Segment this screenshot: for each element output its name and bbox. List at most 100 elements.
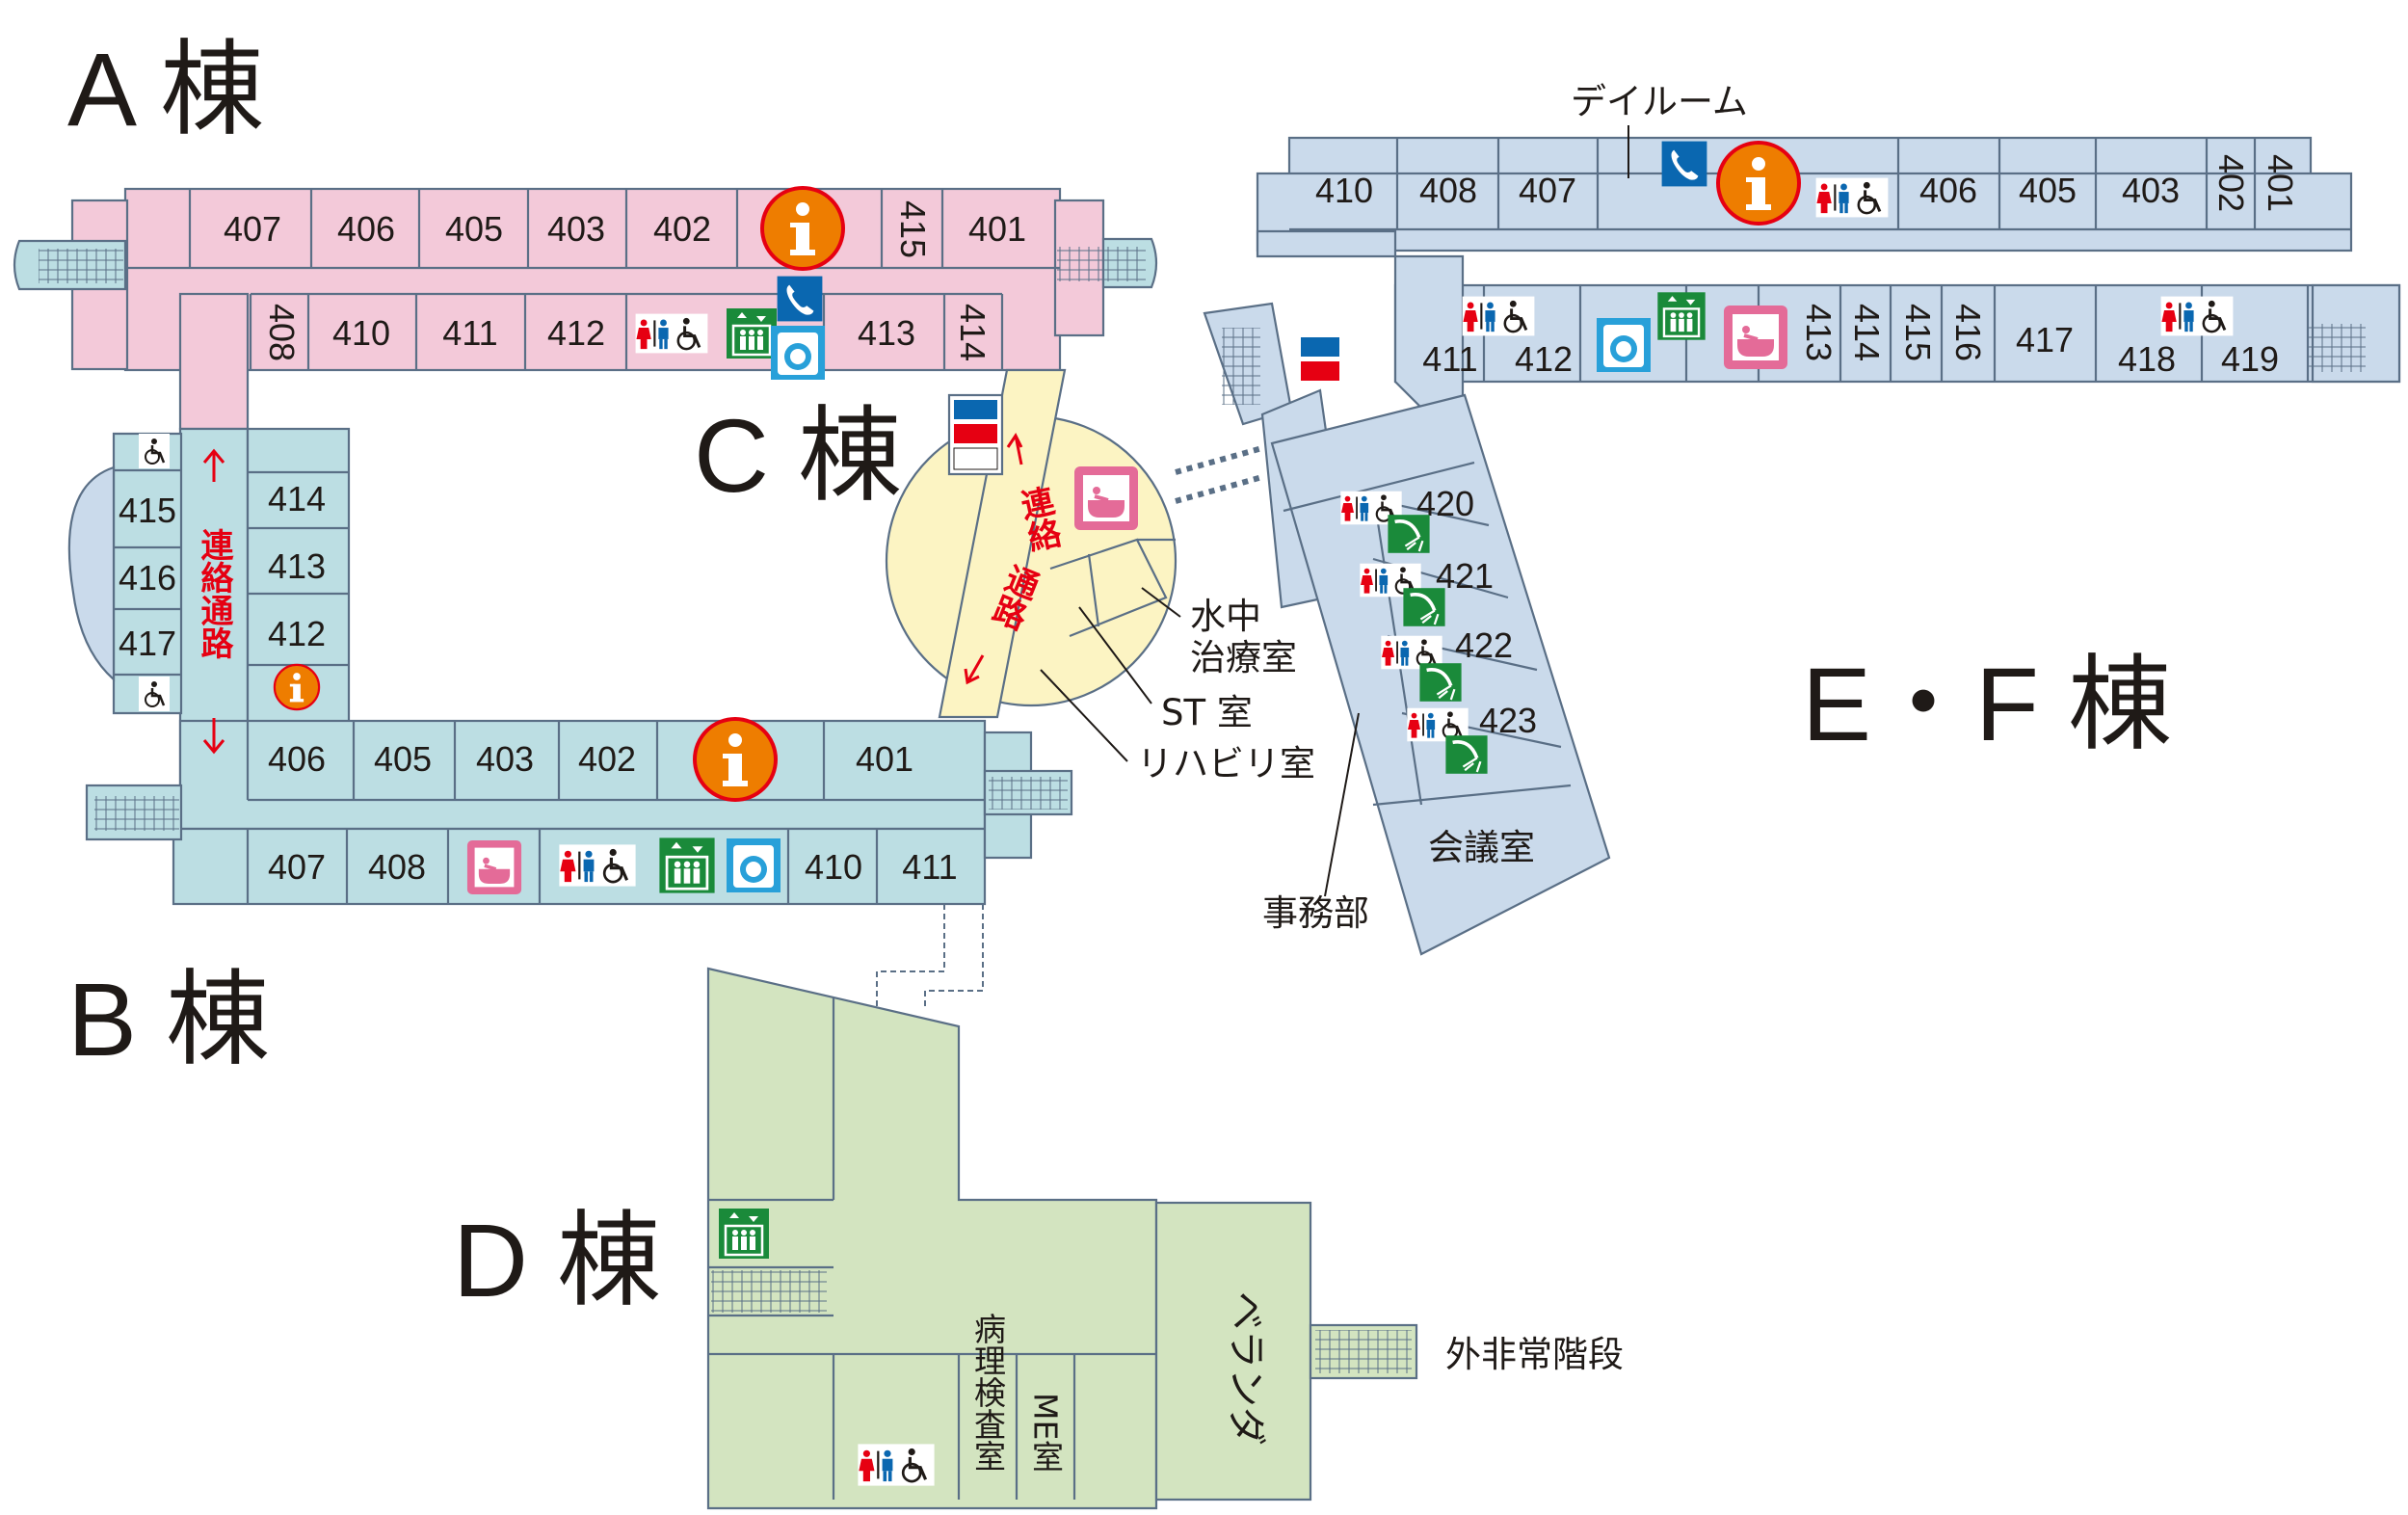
rooms-b-mid: 406 405 403 402 401 xyxy=(268,739,913,779)
restroom-icon xyxy=(1814,176,1890,219)
washing-machine-icon xyxy=(1597,318,1651,372)
room-label: 415 xyxy=(119,491,176,530)
washing-machine-icon xyxy=(727,838,781,892)
room-label: 419 xyxy=(2221,339,2279,379)
room-label: 423 xyxy=(1479,701,1537,740)
building-a xyxy=(13,187,1158,372)
room-label: 411 xyxy=(902,847,957,887)
room-label: 414 xyxy=(953,304,992,361)
veranda-text: ベランダ xyxy=(1225,1291,1267,1446)
pathology-text: 病理検査室 xyxy=(969,1313,1007,1472)
shower-icon xyxy=(1443,733,1490,776)
room-label: 411 xyxy=(1422,339,1477,379)
c-restroom-stack xyxy=(953,400,998,470)
bathtub-icon xyxy=(465,838,523,896)
rooms-a-bottom: 408 410 411 412 413 414 xyxy=(262,304,992,361)
rooms-ef-second: 411 412 413 414 415 416 417 418 419 xyxy=(1422,304,2279,379)
room-label: 417 xyxy=(119,624,176,663)
room-label: 412 xyxy=(268,614,326,653)
building-d-label: D 棟 xyxy=(453,1202,661,1318)
room-label: 403 xyxy=(476,739,534,779)
info-icon[interactable] xyxy=(760,186,845,271)
room-label: 401 xyxy=(968,209,1026,249)
room-label: 402 xyxy=(653,209,711,249)
corridor-b: 連絡通路 xyxy=(195,448,233,755)
room-label: 410 xyxy=(805,847,862,887)
phone-icon[interactable] xyxy=(777,276,823,322)
room-label: 408 xyxy=(262,304,302,361)
veranda-label: ベランダ xyxy=(1225,1291,1267,1446)
room-label: 406 xyxy=(1919,171,1977,210)
corridor-b-text: 連絡通路 xyxy=(195,528,233,659)
rooms-a-top: 407 406 405 403 402 415 401 xyxy=(224,200,1026,258)
rooms-ef-top: 410 408 407 406 405 403 402 401 xyxy=(1315,154,2300,212)
building-b xyxy=(67,292,1073,1010)
room-label: 421 xyxy=(1436,556,1494,596)
room-label: 405 xyxy=(445,209,503,249)
room-label: 402 xyxy=(578,739,636,779)
room-label: 410 xyxy=(332,313,390,353)
ef-restroom-stack xyxy=(1301,308,1339,381)
wheelchair-icon xyxy=(139,434,170,468)
restroom-icon xyxy=(557,842,638,889)
room-label: 407 xyxy=(224,209,281,249)
washing-machine-icon xyxy=(771,326,825,380)
building-ef-label: E・F 棟 xyxy=(1802,646,2172,762)
room-label: 411 xyxy=(442,313,497,353)
room-label: 406 xyxy=(337,209,395,249)
room-label: 413 xyxy=(268,546,326,586)
room-label: 401 xyxy=(2261,154,2300,212)
rehab-room-label: リハビリ室 xyxy=(1137,743,1315,784)
dayroom-label: デイルーム xyxy=(1571,81,1748,122)
info-icon[interactable] xyxy=(273,663,321,711)
room-label: 407 xyxy=(1519,171,1576,210)
emergency-stairs-label: 外非常階段 xyxy=(1445,1334,1624,1375)
phone-icon[interactable] xyxy=(1661,141,1707,187)
room-label: 406 xyxy=(268,739,326,779)
shower-icon xyxy=(1401,586,1447,628)
info-icon[interactable] xyxy=(693,717,778,802)
room-label: 410 xyxy=(1315,171,1373,210)
elevator-icon[interactable] xyxy=(725,306,779,360)
room-label: 416 xyxy=(1948,304,1988,361)
room-label: 413 xyxy=(1799,304,1839,361)
room-label: 415 xyxy=(893,200,933,258)
room-label: 405 xyxy=(2019,171,2077,210)
building-ef xyxy=(1203,136,2401,956)
room-label: 403 xyxy=(2122,171,2180,210)
building-d xyxy=(706,967,1418,1510)
room-label: 413 xyxy=(858,313,915,353)
room-label: 402 xyxy=(2211,154,2251,212)
shower-icon xyxy=(1386,513,1432,555)
elevator-icon[interactable] xyxy=(717,1207,771,1261)
building-a-label: A 棟 xyxy=(67,31,264,147)
info-icon[interactable] xyxy=(1716,141,1801,226)
restroom-icon xyxy=(2159,295,2235,337)
rooms-b-left: 415 416 417 xyxy=(119,491,176,663)
restroom-icon xyxy=(856,1442,937,1488)
elevator-icon[interactable] xyxy=(658,837,716,894)
room-label: 412 xyxy=(547,313,605,353)
room-label: 403 xyxy=(547,209,605,249)
room-label: 401 xyxy=(856,739,913,779)
office-label: 事務部 xyxy=(1262,892,1369,934)
room-label: 415 xyxy=(1898,304,1938,361)
rooms-b-inner: 414 413 412 xyxy=(268,479,326,653)
building-b-label: B 棟 xyxy=(67,961,270,1077)
restroom-icon xyxy=(1461,295,1536,337)
room-label: 405 xyxy=(374,739,432,779)
room-label: 418 xyxy=(2118,339,2176,379)
pathology-label: 病理検査室 xyxy=(969,1313,1007,1472)
meeting-room-label: 会議室 xyxy=(1428,827,1535,868)
elevator-icon[interactable] xyxy=(1656,291,1707,341)
room-label: 422 xyxy=(1455,625,1513,665)
hydrotherapy-label: 水中 xyxy=(1190,596,1261,637)
room-label: 414 xyxy=(268,479,326,518)
room-label: 408 xyxy=(1419,171,1477,210)
room-label: 407 xyxy=(268,847,326,887)
building-c-label: C 棟 xyxy=(694,397,902,514)
restroom-icon xyxy=(634,312,709,355)
hydrotherapy-label-2: 治療室 xyxy=(1190,637,1297,678)
room-label: 408 xyxy=(368,847,426,887)
